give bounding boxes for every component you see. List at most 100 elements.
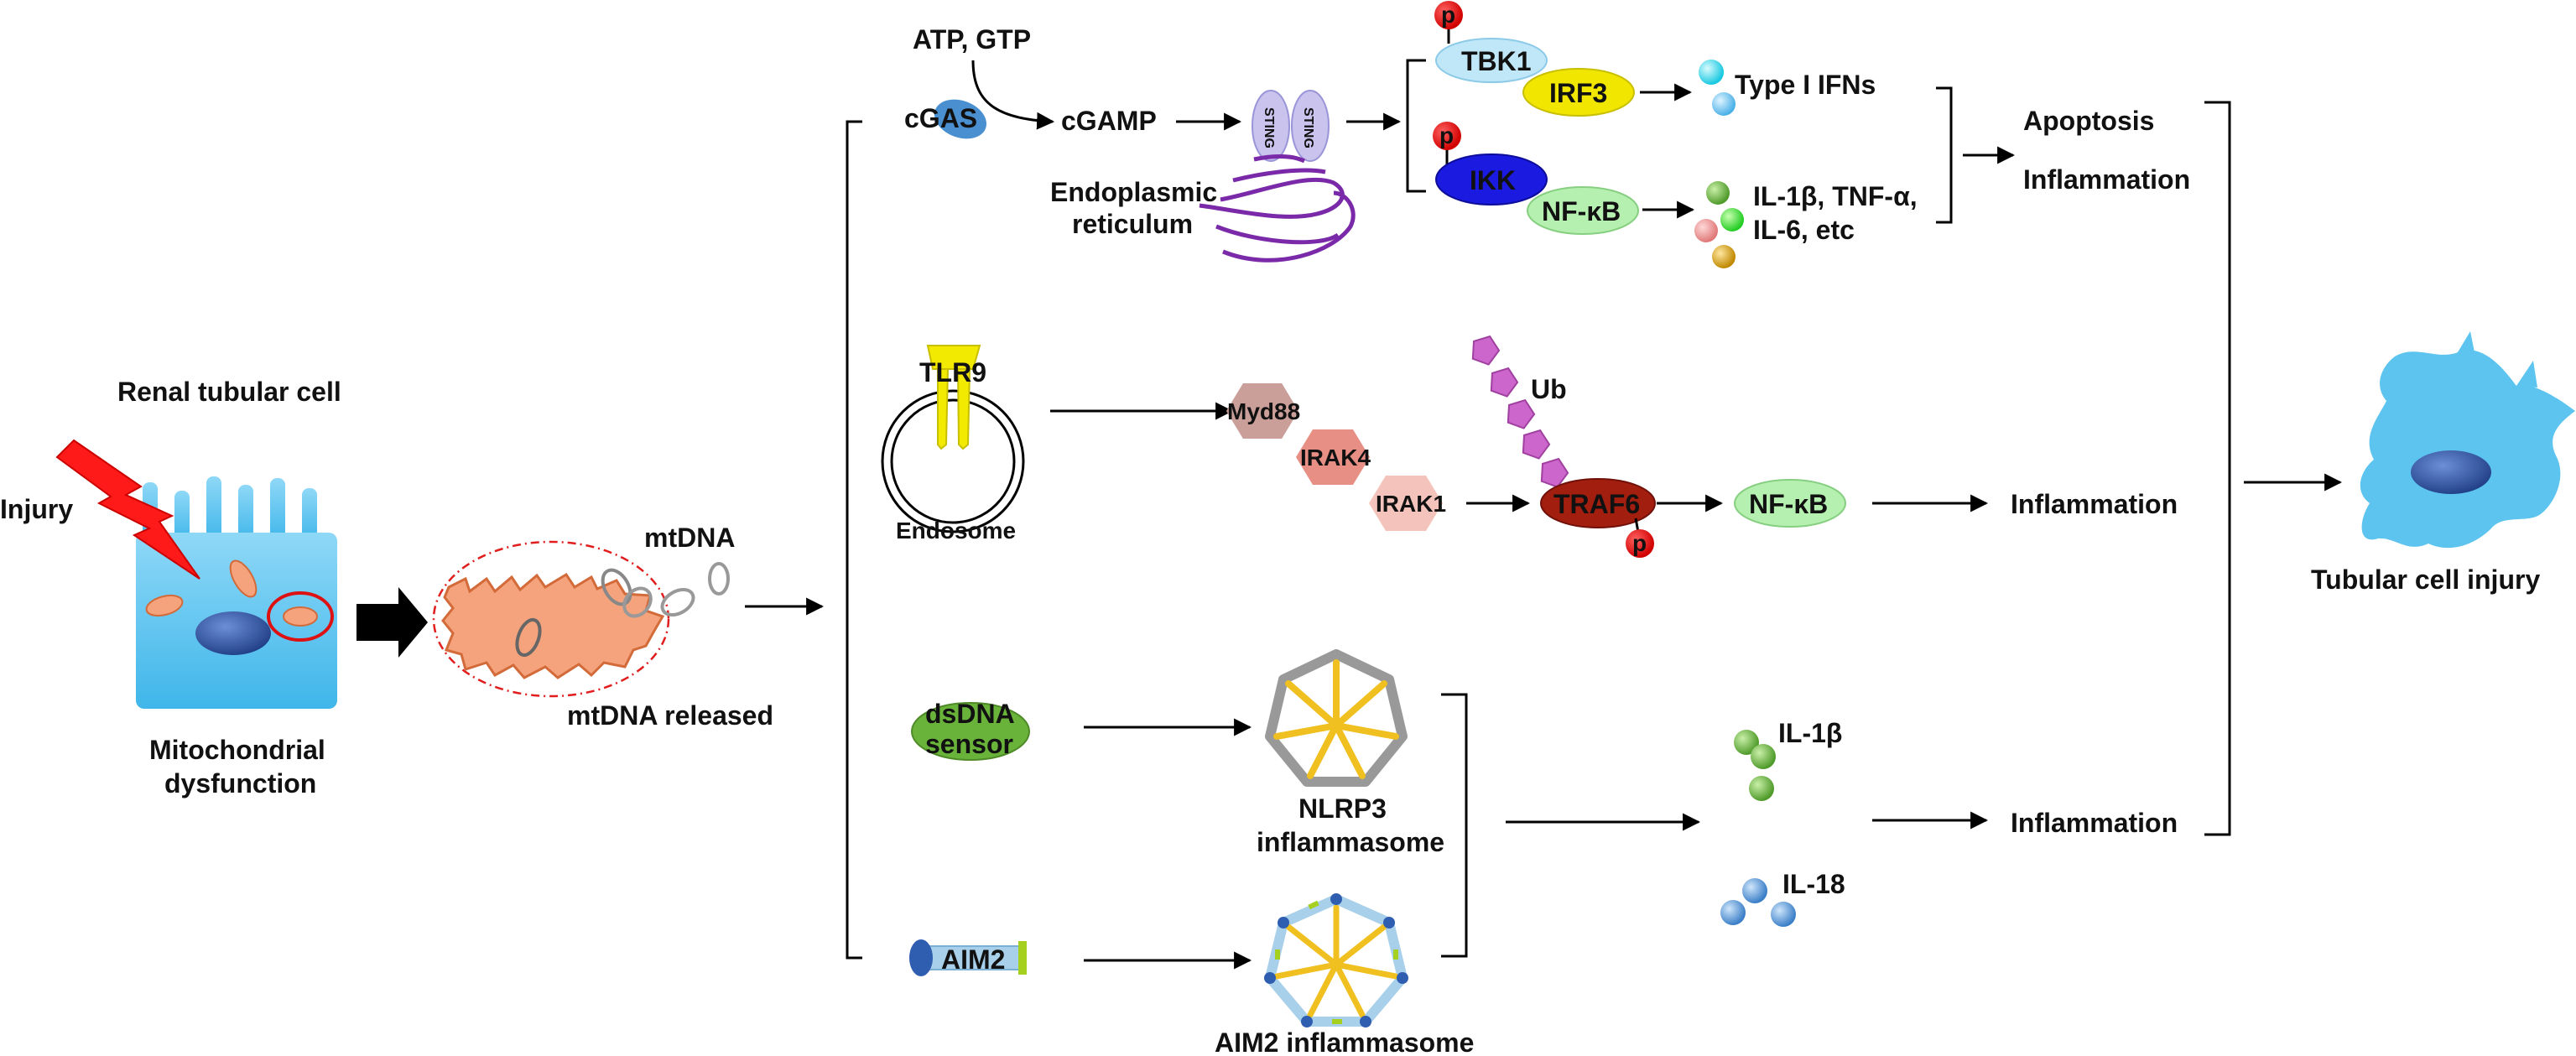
- traf6-protein: [1540, 478, 1656, 528]
- mito-dysfunction-label-1: Mitochondrial: [149, 735, 325, 765]
- phospho-label: p: [1632, 530, 1647, 556]
- cgas-label: cGAS: [904, 103, 977, 133]
- apoptosis-label: Apoptosis: [2023, 106, 2154, 136]
- il18-molecule: [1742, 878, 1767, 903]
- cell-title: Renal tubular cell: [117, 377, 341, 407]
- microvilli: [143, 476, 317, 541]
- highlight-circle: [267, 591, 334, 642]
- phospho-badge: [1434, 1, 1463, 29]
- tlr9-label: TLR9: [919, 357, 986, 388]
- cytokine-molecule: [1720, 208, 1744, 231]
- aim2-label: AIM2: [941, 944, 1005, 975]
- er-label-1: Endoplasmic: [1050, 177, 1217, 207]
- injury-lightning-icon: [55, 439, 200, 580]
- cytokine-molecule: [1706, 181, 1730, 205]
- irak4-hexagon: [1296, 429, 1370, 485]
- cgas-enzyme: [934, 99, 986, 139]
- il18-molecule: [1720, 900, 1746, 925]
- myd88-label: Myd88: [1227, 398, 1300, 424]
- cgas-sting-pathway: ATP, GTP cGAS cGAMP STING STING Endoplas…: [904, 1, 2190, 268]
- tlr9-pathway: TLR9 Endosome Myd88 IRAK4 IRAK1 Ub TRAF6…: [881, 335, 2178, 558]
- endosome-label: Endosome: [896, 518, 1016, 544]
- nlrp3-label-2: inflammasome: [1257, 827, 1444, 857]
- mitochondrion-releasing-mtdna: mtDNA mtDNA released: [432, 523, 773, 731]
- nucleus: [195, 611, 271, 655]
- renal-tubular-cell: Renal tubular cell Injury Mitochondrial …: [0, 377, 341, 799]
- nlrp3-label-1: NLRP3: [1298, 793, 1387, 824]
- sting-right: [1291, 90, 1330, 162]
- irf3-label: IRF3: [1549, 78, 1607, 108]
- tubular-injury-label: Tubular cell injury: [2311, 564, 2540, 595]
- mtdna-loop: [515, 617, 542, 658]
- ubiquitin-chain: [1471, 335, 1569, 488]
- mtdna-released-label: mtDNA released: [567, 700, 773, 731]
- mitochondrion: [145, 594, 184, 617]
- er-label-2: reticulum: [1072, 209, 1193, 239]
- branch-bracket: [846, 120, 862, 960]
- tbk1-protein: [1435, 38, 1548, 83]
- irak4-label: IRAK4: [1300, 445, 1371, 471]
- aim2-inflammasome: [1264, 893, 1408, 1027]
- thick-arrow-icon: [356, 587, 428, 658]
- il1b-molecule: [1734, 730, 1759, 755]
- irak1-hexagon: [1369, 476, 1443, 531]
- mitochondrion: [283, 606, 318, 627]
- arrow: [971, 60, 1055, 130]
- cytokine-molecule: [1694, 219, 1718, 242]
- cytokines-label-2: IL-6, etc: [1753, 215, 1855, 245]
- merge-bracket: [1441, 693, 1468, 958]
- dsdna-label-2: sensor: [925, 729, 1013, 759]
- injury-label: Injury: [0, 494, 73, 524]
- dashed-outline: [432, 540, 670, 698]
- cytokine-molecule: [1712, 245, 1736, 268]
- nfkb-protein: [1527, 186, 1639, 235]
- phospho-label: p: [1441, 2, 1455, 28]
- merge-bracket: [1936, 86, 1953, 224]
- il18-label: IL-18: [1782, 869, 1845, 899]
- cell-outline: [2360, 350, 2575, 549]
- cell-protrusion: [2458, 331, 2475, 352]
- cgamp-label: cGAMP: [1061, 106, 1157, 136]
- aim2-inflammasome-label: AIM2 inflammasome: [1215, 1027, 1474, 1056]
- sting-left-label: STING: [1262, 107, 1276, 148]
- mtdna-loop: [708, 562, 730, 596]
- aim2-pyd-domain: [909, 939, 933, 976]
- il1b-molecule: [1751, 744, 1776, 769]
- cell-protrusion: [2516, 361, 2537, 388]
- atp-gtp-label: ATP, GTP: [913, 24, 1031, 55]
- il1b-molecule: [1749, 776, 1774, 801]
- nfkb-protein: [1734, 479, 1846, 528]
- sting-right-label: STING: [1301, 107, 1315, 148]
- mito-dysfunction-label-2: dysfunction: [164, 768, 316, 799]
- tlr9-receptor: [926, 345, 981, 450]
- cytokines-label-1: IL-1β, TNF-α,: [1753, 181, 1918, 211]
- irf3-protein: [1522, 68, 1635, 117]
- mtdna-loop: [660, 587, 695, 617]
- ub-label: Ub: [1531, 374, 1567, 404]
- branch-bracket: [1406, 59, 1426, 193]
- phospho-badge: [1433, 122, 1461, 150]
- outcome-bracket: [2204, 101, 2231, 836]
- mtdna-loop: [622, 586, 653, 618]
- ifn-molecule: [1699, 60, 1724, 85]
- inflammation-label-3: Inflammation: [2011, 808, 2178, 838]
- injured-tubular-cell: [2360, 331, 2575, 549]
- sting-left: [1252, 90, 1290, 162]
- traf6-label: TRAF6: [1553, 489, 1640, 519]
- irak1-label: IRAK1: [1376, 491, 1446, 517]
- il1b-label: IL-1β: [1778, 718, 1842, 748]
- phospho-label: p: [1439, 122, 1454, 148]
- ikk-protein: [1435, 153, 1548, 205]
- il18-molecule: [1771, 902, 1796, 927]
- type1-ifns-label: Type I IFNs: [1735, 70, 1876, 100]
- aim2-hin-domain: [1018, 941, 1027, 975]
- nlrp3-inflammasome: [1265, 649, 1408, 787]
- endoplasmic-reticulum: [1199, 154, 1356, 263]
- mitochondrion-large: [441, 572, 665, 679]
- mtdna-label: mtDNA: [644, 523, 735, 553]
- phospho-badge: [1626, 529, 1654, 558]
- nfkb-label: NF-κB: [1749, 489, 1828, 519]
- dsdna-sensor: [911, 702, 1030, 761]
